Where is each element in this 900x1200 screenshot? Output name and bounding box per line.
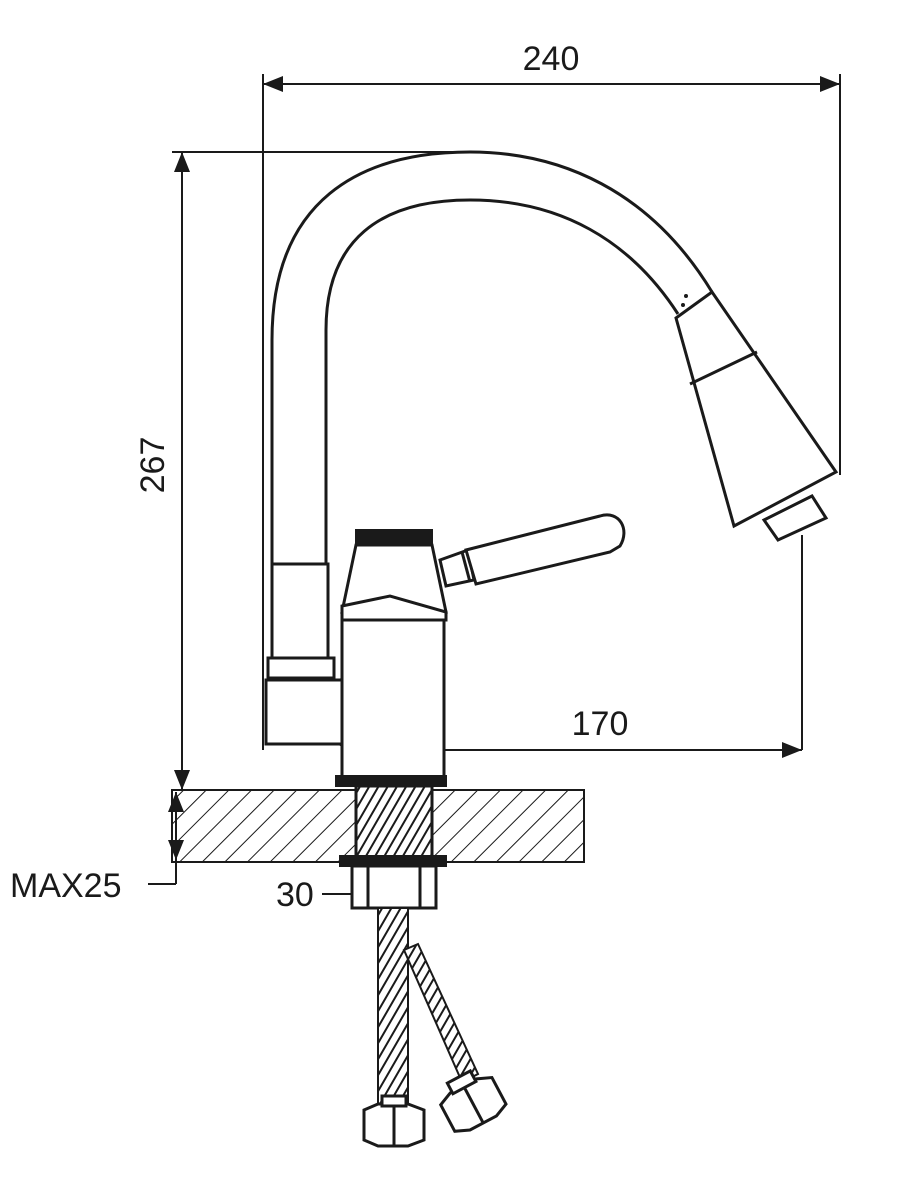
label-30: 30 <box>276 876 314 914</box>
supply-hoses <box>362 907 508 1148</box>
hose-nut-left <box>362 1094 426 1148</box>
label-max25: MAX25 <box>10 867 122 905</box>
dimension-width-total: 240 <box>262 40 841 750</box>
dimension-height-total: 267 <box>134 151 470 790</box>
label-170: 170 <box>572 705 629 743</box>
hose-nut-right <box>438 1068 508 1133</box>
mounting-shank <box>339 784 447 910</box>
faucet-body <box>264 150 839 787</box>
dimension-mount-thickness: MAX25 <box>10 792 184 905</box>
label-267: 267 <box>134 437 172 494</box>
label-240: 240 <box>523 40 580 78</box>
